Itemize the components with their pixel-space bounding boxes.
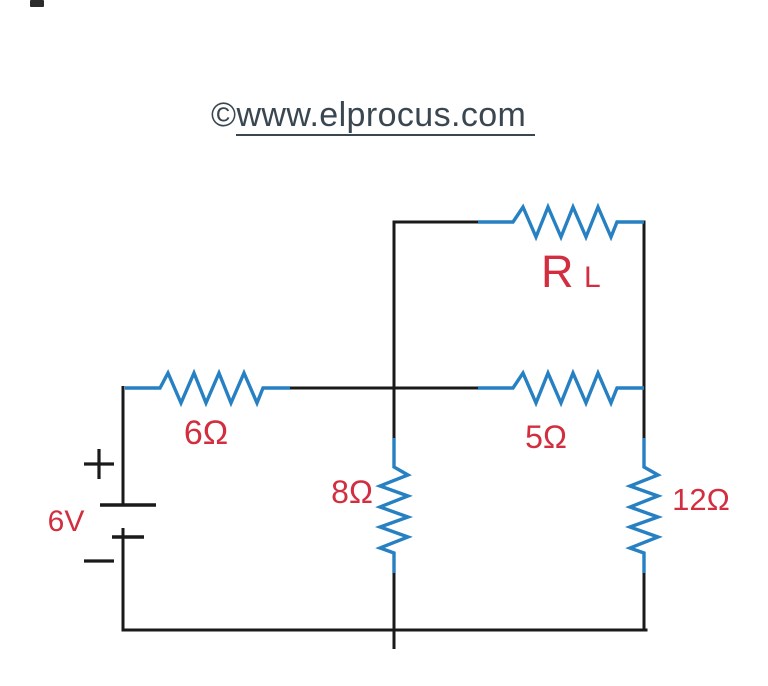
label-6ohm: 6Ω [184, 414, 228, 452]
watermark-link-text: www.elprocus.com [236, 96, 536, 136]
wire-center-upper [392, 220, 478, 438]
resistor-load [478, 202, 644, 242]
watermark: ©www.elprocus.com [211, 96, 536, 136]
label-8ohm: 8Ω [331, 474, 373, 510]
label-load-main: R [541, 246, 574, 297]
copyright-symbol: © [211, 96, 237, 134]
resistor-5ohm [478, 368, 644, 408]
label-12ohm: 12Ω [672, 482, 730, 517]
label-5ohm: 5Ω [525, 419, 567, 455]
wire-group [84, 220, 648, 649]
resistor-6ohm [125, 368, 290, 408]
resistor-group [125, 202, 664, 573]
browser-artifact [30, 0, 44, 7]
label-group: 6Ω 8Ω 5Ω 12Ω 6V R L [48, 246, 730, 538]
resistor-8ohm [374, 438, 414, 573]
label-load-sub: L [584, 261, 601, 294]
label-source-voltage: 6V [48, 505, 85, 538]
resistor-12ohm [624, 438, 664, 573]
